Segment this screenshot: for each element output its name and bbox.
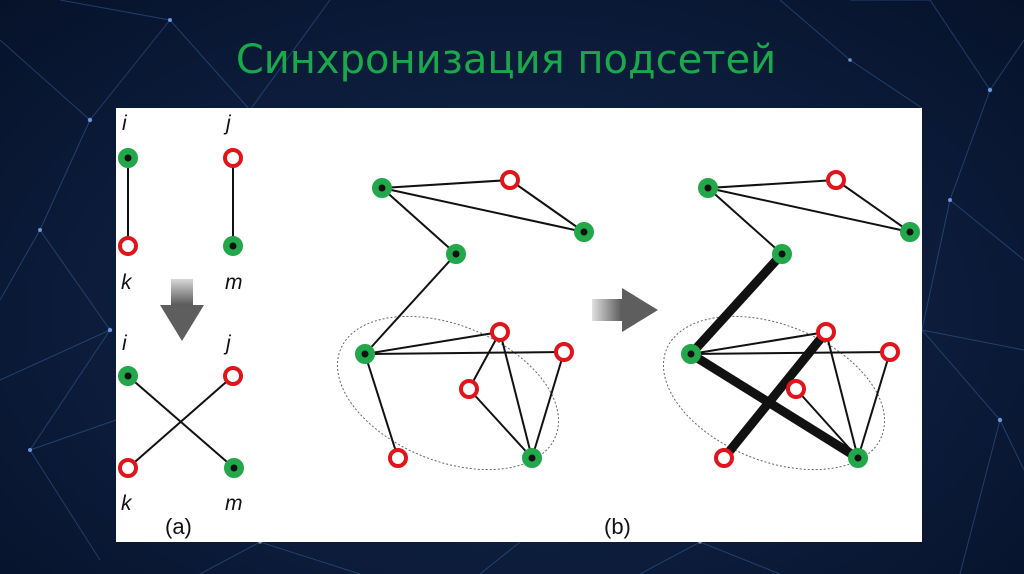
node-red (500, 170, 520, 190)
edge-j-k (127, 375, 234, 469)
down-arrow-icon (160, 279, 204, 341)
node-j-bottom (223, 366, 243, 386)
network-before (336, 170, 594, 471)
network-after (662, 170, 920, 471)
caption-b: (b) (604, 514, 631, 539)
label-j-bottom: j (223, 332, 232, 355)
node-green (446, 244, 466, 264)
node-green (574, 222, 594, 242)
node-red (490, 322, 510, 342)
node-red (459, 379, 479, 399)
node-k-bottom (118, 458, 138, 478)
label-k-bottom: k (121, 492, 133, 515)
slide-title: Синхронизация подсетей (235, 37, 777, 83)
right-arrow-icon (592, 288, 658, 332)
edges-after (690, 179, 911, 459)
label-m-bottom: m (225, 492, 243, 515)
subnet-boundary-after (662, 315, 886, 471)
node-green (681, 344, 701, 364)
node-green (698, 178, 718, 198)
panel-a: i j k m (118, 112, 244, 539)
node-red (816, 322, 836, 342)
node-green (848, 448, 868, 468)
node-green (900, 222, 920, 242)
node-green (372, 178, 392, 198)
diagram-panel: i j k m (116, 108, 922, 542)
node-red (388, 448, 408, 468)
label-i-bottom: i (122, 332, 128, 355)
node-red (554, 342, 574, 362)
node-i-top (118, 148, 138, 168)
node-red (880, 342, 900, 362)
label-j-top: j (223, 112, 232, 135)
node-green (522, 448, 542, 468)
label-m-top: m (225, 271, 243, 294)
node-i-bottom (118, 366, 138, 386)
nodes-after (681, 170, 920, 468)
label-i-top: i (122, 112, 128, 135)
label-k-top: k (121, 271, 133, 294)
synchronized-edges (686, 249, 863, 463)
subnet-boundary-before (336, 315, 560, 471)
node-green (772, 244, 792, 264)
node-m-top (223, 236, 243, 256)
nodes-before (355, 170, 594, 468)
edges-before (364, 179, 585, 459)
caption-a: (a) (165, 514, 192, 539)
node-red (786, 379, 806, 399)
node-green (355, 344, 375, 364)
node-j-top (223, 148, 243, 168)
node-red (714, 448, 734, 468)
subnet-synchronization-diagram: i j k m (118, 112, 920, 539)
node-k-top (118, 236, 138, 256)
node-red (826, 170, 846, 190)
node-m-bottom (224, 458, 244, 478)
